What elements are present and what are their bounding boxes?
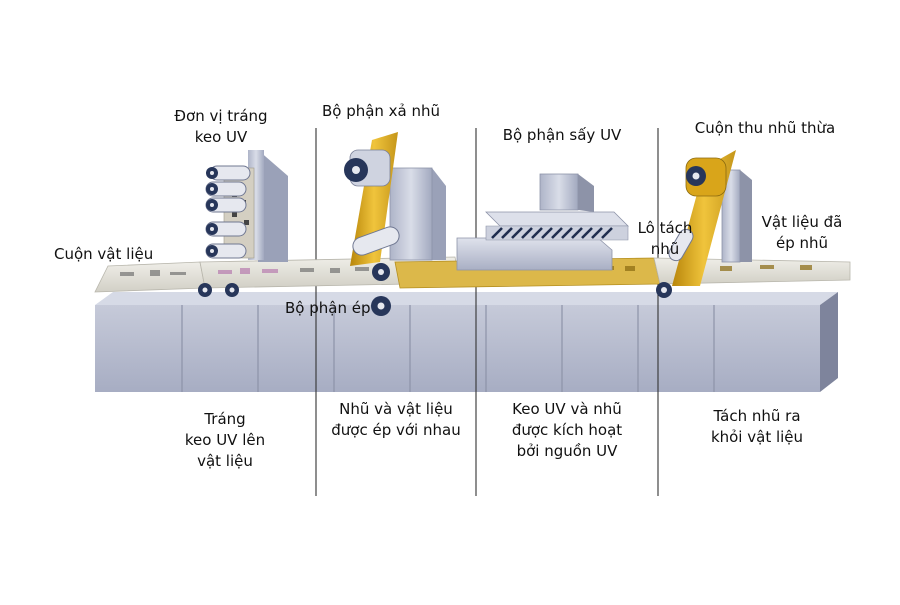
foil-unwind-machine [344, 132, 446, 316]
label-coating-unit: Đơn vị tráng keo UV [174, 107, 268, 146]
stage-description-2: Nhũ và vật liệu được ép với nhau [331, 400, 461, 439]
uv-lamps [491, 227, 613, 239]
stage-dividers [315, 128, 659, 496]
waste-rewind-machine [656, 150, 752, 298]
label-waste-rewind: Cuộn thu nhũ thừa [694, 119, 836, 137]
label-press-unit: Bộ phận ép [285, 299, 371, 317]
label-foil-unwind: Bộ phận xả nhũ [321, 102, 441, 120]
glue-pattern [218, 268, 278, 274]
label-uv-dryer: Bộ phận sấy UV [502, 126, 622, 144]
base-segment-dividers [181, 305, 715, 392]
material-pattern [120, 267, 369, 276]
coating-unit-machine [198, 150, 288, 297]
stage-description-3: Keo UV và nhũ được kích hoạt bởi nguồn U… [511, 400, 623, 460]
label-finished-material: Vật liệu đã ép nhũ [761, 213, 843, 252]
base-front-face [95, 305, 820, 392]
label-material-roll: Cuộn vật liệu [54, 245, 154, 263]
base-conveyor [95, 292, 838, 392]
stage-description-1: Tráng keo UV lên vật liệu [184, 410, 266, 470]
label-separation-roller: Lô tách nhũ [637, 219, 693, 258]
stage-description-4: Tách nhũ ra khỏi vật liệu [710, 407, 804, 446]
base-right-face [820, 292, 838, 392]
uv-dryer-machine [456, 173, 629, 271]
coating-rollers [198, 167, 239, 297]
material-web [94, 256, 851, 293]
base-top-face [95, 292, 838, 305]
